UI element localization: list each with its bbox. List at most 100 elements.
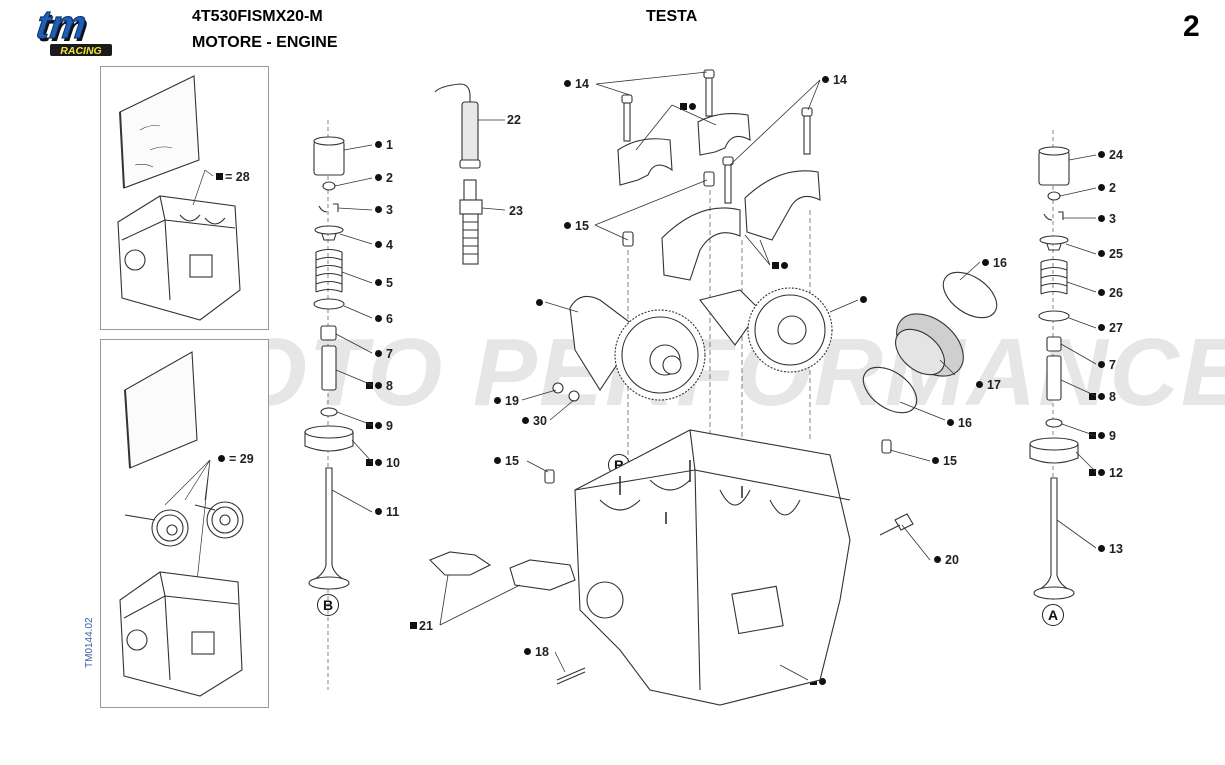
inset2-cylinder-head	[119, 571, 243, 697]
callout-23[interactable]: 23	[509, 204, 523, 218]
inset1-parts-bag	[119, 75, 200, 189]
dot-mark-icon	[218, 455, 225, 463]
callout-6[interactable]: 6	[375, 312, 393, 326]
camshafts	[569, 287, 833, 401]
logo-racing: RACING	[60, 45, 101, 57]
callout-5[interactable]: 5	[375, 276, 393, 290]
callout-15-left[interactable]: 15	[494, 454, 519, 468]
callout-caps-bottom[interactable]	[772, 259, 792, 273]
cylinder-head	[429, 429, 851, 706]
model-code: 4T530FISMX20-M	[192, 8, 323, 25]
callout-18[interactable]: 18	[524, 645, 549, 659]
dot-mark-icon	[1098, 432, 1105, 440]
callout-8[interactable]: 8	[366, 379, 393, 393]
dot-mark-icon	[564, 80, 571, 88]
callout-15-right[interactable]: 15	[932, 454, 957, 468]
dot-mark-icon	[822, 76, 829, 84]
dot-mark-icon	[1098, 215, 1105, 223]
callout-8-intake[interactable]: 8	[1089, 390, 1116, 404]
callout-9[interactable]: 9	[366, 419, 393, 433]
dot-mark-icon	[375, 508, 382, 516]
callout-12[interactable]: 12	[1089, 466, 1123, 480]
callout-16-top[interactable]: 16	[982, 256, 1007, 270]
callout-camshaft-left[interactable]	[536, 296, 547, 310]
callout-14-right[interactable]: 14	[822, 73, 847, 87]
dot-mark-icon	[781, 262, 788, 270]
square-mark-icon	[366, 382, 373, 390]
callout-3[interactable]: 3	[375, 203, 393, 217]
dot-mark-icon	[536, 299, 543, 307]
dot-mark-icon	[524, 648, 531, 656]
spark-plug-assembly	[434, 83, 483, 265]
callout-2-intake[interactable]: 2	[1098, 181, 1116, 195]
square-mark-icon	[680, 103, 687, 111]
callout-17[interactable]: 17	[976, 378, 1001, 392]
callout-19[interactable]: 19	[494, 394, 519, 408]
dot-mark-icon	[982, 259, 989, 267]
small-parts	[544, 382, 914, 685]
dot-mark-icon	[1098, 289, 1105, 297]
dot-mark-icon	[494, 457, 501, 465]
callout-16-bottom[interactable]: 16	[947, 416, 972, 430]
square-mark-icon	[1089, 469, 1096, 477]
dot-mark-icon	[375, 459, 382, 467]
dot-mark-icon	[819, 678, 826, 686]
dot-mark-icon	[375, 382, 382, 390]
dot-mark-icon	[375, 350, 382, 358]
dot-mark-icon	[1098, 545, 1105, 553]
reference-arrows	[619, 460, 743, 524]
camshaft-caps-and-bolts	[617, 69, 821, 470]
square-mark-icon	[216, 173, 223, 181]
dot-mark-icon	[1098, 151, 1105, 159]
dot-mark-icon	[1098, 324, 1105, 332]
intake-boot-and-clamps	[862, 271, 998, 414]
intake-valve-assembly	[1029, 130, 1079, 600]
callout-4[interactable]: 4	[375, 238, 393, 252]
callout-27[interactable]: 27	[1098, 321, 1123, 335]
callout-7-intake[interactable]: 7	[1098, 358, 1116, 372]
ref-marker-a: A	[1042, 604, 1064, 626]
callout-camshaft-right[interactable]	[860, 293, 871, 307]
group-title: TESTA	[646, 8, 698, 25]
callout-3-intake[interactable]: 3	[1098, 212, 1116, 226]
dot-mark-icon	[934, 556, 941, 564]
legend-head-kit: = 28	[216, 170, 250, 184]
callout-21[interactable]: 21	[410, 619, 433, 633]
callout-2[interactable]: 2	[375, 171, 393, 185]
dot-mark-icon	[375, 174, 382, 182]
dot-mark-icon	[375, 206, 382, 214]
dot-mark-icon	[1098, 250, 1105, 258]
callout-13[interactable]: 13	[1098, 542, 1123, 556]
callout-25[interactable]: 25	[1098, 247, 1123, 261]
square-mark-icon	[1089, 393, 1096, 401]
callout-20[interactable]: 20	[934, 553, 959, 567]
callout-22[interactable]: 22	[507, 113, 521, 127]
page-number: 2	[1183, 10, 1200, 43]
callout-1[interactable]: 1	[375, 138, 393, 152]
dot-mark-icon	[564, 222, 571, 230]
leader-lines	[331, 71, 1097, 681]
callout-7[interactable]: 7	[375, 347, 393, 361]
tm-racing-logo: tm tm RACING	[28, 1, 134, 58]
inset2-camshafts	[124, 459, 244, 601]
callout-10[interactable]: 10	[366, 456, 400, 470]
callout-15-dowels[interactable]: 15	[564, 219, 589, 233]
callout-26[interactable]: 26	[1098, 286, 1123, 300]
dot-mark-icon	[947, 419, 954, 427]
exhaust-valve-assembly	[304, 120, 354, 690]
square-mark-icon	[410, 622, 417, 630]
callout-11[interactable]: 11	[375, 505, 399, 519]
callout-14-left[interactable]: 14	[564, 77, 589, 91]
dot-mark-icon	[1098, 393, 1105, 401]
callout-caps-top[interactable]	[680, 100, 700, 114]
callout-24[interactable]: 24	[1098, 148, 1123, 162]
callout-9-intake[interactable]: 9	[1089, 429, 1116, 443]
dot-mark-icon	[375, 422, 382, 430]
inset1-cylinder-head	[117, 169, 241, 321]
callout-30[interactable]: 30	[522, 414, 547, 428]
legend-head-camshaft-kit: = 29	[218, 452, 254, 466]
dot-mark-icon	[375, 279, 382, 287]
square-mark-icon	[366, 422, 373, 430]
dot-mark-icon	[1098, 469, 1105, 477]
